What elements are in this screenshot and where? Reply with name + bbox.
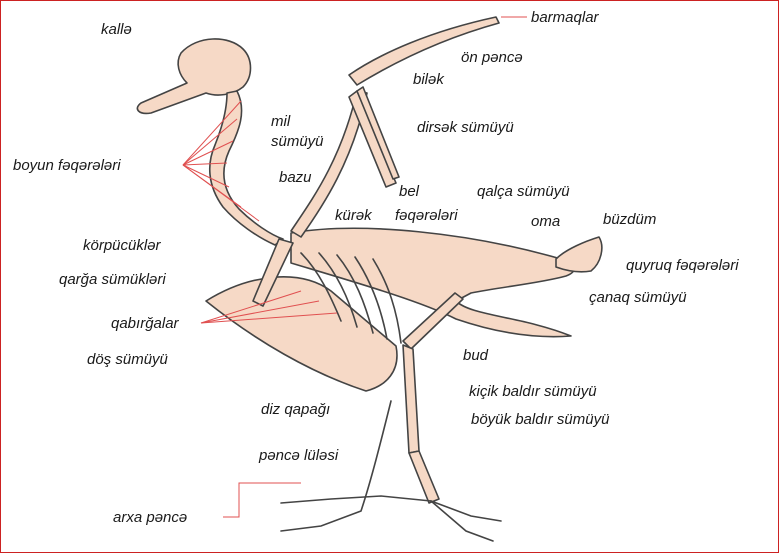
label-qalca: qalça sümüyü	[477, 183, 570, 200]
label-dos: döş sümüyü	[87, 351, 168, 368]
label-arxa: arxa pəncə	[113, 509, 187, 526]
front-toe-2	[431, 501, 493, 541]
label-kicik: kiçik baldır sümüyü	[469, 383, 597, 400]
label-dirsek: dirsək sümüyü	[417, 119, 514, 136]
pygostyle-bone	[556, 237, 602, 272]
ulna-bone	[349, 91, 396, 187]
label-oma: oma	[531, 213, 560, 230]
label-bud: bud	[463, 347, 488, 364]
tibiotarsus-bone	[403, 345, 419, 453]
label-quyruq: quyruq fəqərələri	[626, 257, 739, 274]
label-on-pence: ön pəncə	[461, 49, 523, 66]
label-diz: diz qapağı	[261, 401, 330, 418]
label-canaq: çanaq sümüyü	[589, 289, 687, 306]
label-qabirgalar: qabırğalar	[111, 315, 179, 332]
label-bel-1: bel	[399, 183, 419, 200]
label-buzdum: büzdüm	[603, 211, 656, 228]
hind-toe	[281, 496, 431, 503]
label-boyuk: böyük baldır sümüyü	[471, 411, 609, 428]
label-qarga: qarğa sümükləri	[59, 271, 166, 288]
label-kalle: kallə	[101, 21, 132, 38]
label-mil-2: sümüyü	[271, 133, 324, 150]
leader-arxa	[223, 483, 301, 517]
label-kurek: kürək	[335, 207, 372, 224]
label-bilek: bilək	[413, 71, 444, 88]
label-barmaqlar: barmaqlar	[531, 9, 599, 26]
label-pence-lulesi: pəncə lüləsi	[259, 447, 338, 464]
label-bel-2: fəqərələri	[395, 207, 458, 224]
label-boyun: boyun fəqərələri	[13, 157, 121, 174]
label-mil-1: mil	[271, 113, 290, 130]
label-korpucukler: körpücüklər	[83, 237, 161, 254]
label-bazu: bazu	[279, 169, 312, 186]
tarsometatarsus-bone	[409, 451, 439, 503]
sternum-bone	[206, 277, 397, 391]
second-leg	[281, 401, 391, 531]
